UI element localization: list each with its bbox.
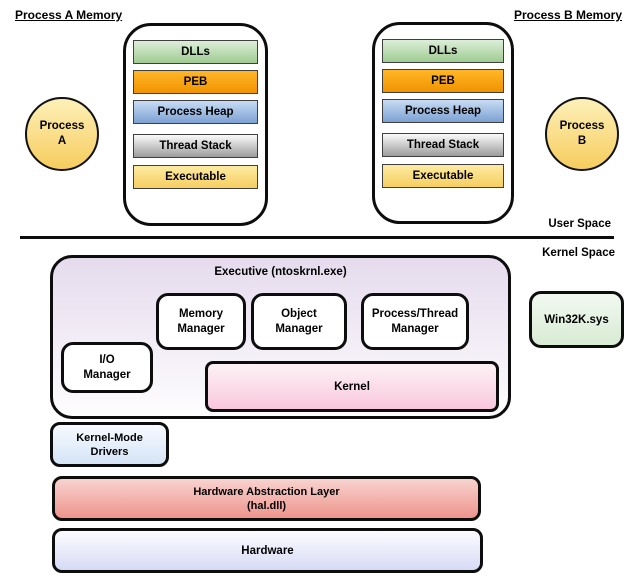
io-manager-line2: Manager (83, 368, 131, 381)
process-a-label-line1: Process (39, 120, 85, 132)
memory-segment-dlls: DLLs (382, 39, 504, 63)
kernel-box: Kernel (205, 361, 499, 412)
memory-manager-line2: Manager (177, 322, 225, 335)
object-manager-line1: Object (281, 307, 317, 320)
process-b-circle: Process B (545, 97, 619, 171)
win32k-box: Win32K.sys (529, 291, 624, 348)
memory-segment-process-heap: Process Heap (133, 100, 258, 124)
process-a-memory-map: DLLs PEB Process Heap Thread Stack Execu… (123, 23, 268, 226)
process-a-memory-heading: Process A Memory (15, 8, 123, 22)
io-manager-line1: I/O (99, 353, 115, 366)
kernel-mode-drivers-box: Kernel-Mode Drivers (50, 422, 169, 467)
process-a-circle: Process A (25, 97, 99, 171)
executive-container: Executive (ntoskrnl.exe) Memory Manager … (50, 255, 511, 419)
hal-line2: (hal.dll) (246, 499, 287, 512)
hardware-box: Hardware (52, 528, 483, 573)
kernel-space-label: Kernel Space (542, 247, 615, 259)
process-thread-manager-line2: Manager (391, 322, 439, 335)
kernel-mode-drivers-line1: Kernel-Mode (76, 431, 143, 444)
memory-segment-process-heap: Process Heap (382, 99, 504, 123)
object-manager-line2: Manager (275, 322, 323, 335)
object-manager-box: Object Manager (251, 293, 347, 350)
process-a-label-line2: A (57, 135, 67, 147)
memory-segment-thread-stack: Thread Stack (133, 134, 258, 158)
process-thread-manager-box: Process/Thread Manager (361, 293, 469, 350)
memory-manager-line1: Memory (178, 307, 224, 320)
process-b-label-line1: Process (559, 120, 605, 132)
hal-line1: Hardware Abstraction Layer (193, 485, 340, 498)
memory-segment-peb: PEB (133, 70, 258, 94)
memory-segment-executable: Executable (133, 165, 258, 189)
hal-box: Hardware Abstraction Layer (hal.dll) (52, 476, 481, 521)
memory-segment-dlls: DLLs (133, 40, 258, 64)
executive-title: Executive (ntoskrnl.exe) (214, 266, 347, 278)
memory-segment-thread-stack: Thread Stack (382, 133, 504, 157)
user-kernel-divider-line (20, 236, 614, 239)
process-thread-manager-line1: Process/Thread (371, 307, 459, 320)
memory-segment-executable: Executable (382, 164, 504, 188)
process-b-label-line2: B (577, 135, 587, 147)
kernel-mode-drivers-line2: Drivers (90, 445, 129, 458)
process-b-memory-heading: Process B Memory (513, 8, 622, 22)
io-manager-box: I/O Manager (61, 342, 153, 393)
process-b-memory-map: DLLs PEB Process Heap Thread Stack Execu… (372, 22, 514, 224)
memory-manager-box: Memory Manager (156, 293, 246, 350)
memory-segment-peb: PEB (382, 69, 504, 93)
user-space-label: User Space (548, 218, 611, 230)
